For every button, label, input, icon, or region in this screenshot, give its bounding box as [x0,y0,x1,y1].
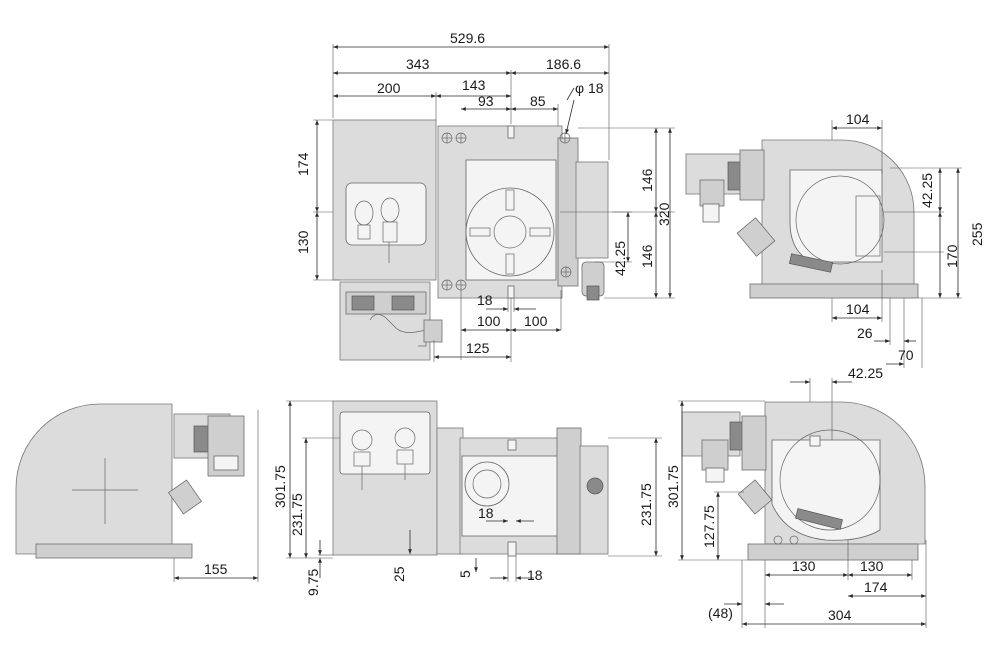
dim-front-301-75: 301.75 [272,465,288,508]
dim-end-170: 170 [944,244,960,268]
dim-left-width: 343 [406,56,430,72]
dim-146-lower: 146 [639,244,655,268]
top-view: 529.6 343 186.6 200 143 93 85 φ 18 174 1… [295,30,675,362]
dim-rside-301-75: 301.75 [665,465,681,508]
dim-rside-304: 304 [828,607,852,623]
dim-hole-diameter: φ 18 [575,80,604,96]
dim-front-9-75: 9.75 [305,569,321,596]
dim-85: 85 [530,93,546,109]
dim-320: 320 [656,202,672,226]
dim-200: 200 [377,80,401,96]
dim-100-left: 100 [477,313,501,329]
right-side-view: 42.25 301.75 127.75 130 130 174 304 (48) [665,365,927,628]
dim-end-70: 70 [898,347,914,363]
dim-174: 174 [295,152,311,176]
dim-front-231-75-left: 231.75 [289,493,305,536]
dim-143: 143 [462,77,486,93]
end-view: 104 42.25 170 255 104 26 70 [685,111,985,368]
dim-125: 125 [466,340,490,356]
dim-end-104-top: 104 [846,111,870,127]
dim-18-top: 18 [477,292,493,308]
dim-end-255: 255 [969,222,985,246]
dim-right-width: 186.6 [546,56,581,72]
dim-side-155: 155 [204,561,228,577]
dim-146-upper: 146 [639,168,655,192]
dim-rside-174: 174 [864,579,888,595]
dim-100-right: 100 [524,313,548,329]
dim-end-42-25: 42.25 [919,173,935,208]
clamp-lever-icon [351,427,416,490]
dim-rside-130-right: 130 [860,558,884,574]
dim-front-25: 25 [391,566,407,582]
dim-93: 93 [478,93,494,109]
dim-front-5: 5 [457,570,473,578]
mounting-hole-icon [773,535,799,545]
dim-front-231-75-right: 231.75 [638,483,654,526]
dim-42-25: 42.25 [612,241,628,276]
dim-rside-130-left: 130 [792,558,816,574]
dim-rside-42-25: 42.25 [848,365,883,381]
dim-end-104-bottom: 104 [846,301,870,317]
mounting-hole-icon [441,132,572,291]
dim-rside-48: (48) [708,605,733,621]
front-view: 301.75 231.75 231.75 9.75 25 18 5 18 [272,400,662,596]
left-side-view: 155 [15,403,259,582]
clamp-handle-icon [354,197,400,263]
dim-overall-width: 529.6 [450,30,485,46]
dim-rside-127-75: 127.75 [701,505,717,548]
dim-130: 130 [295,230,311,254]
dim-end-26: 26 [857,325,873,341]
dim-front-18-slot: 18 [478,505,494,521]
dim-front-18-bottom: 18 [527,567,543,583]
